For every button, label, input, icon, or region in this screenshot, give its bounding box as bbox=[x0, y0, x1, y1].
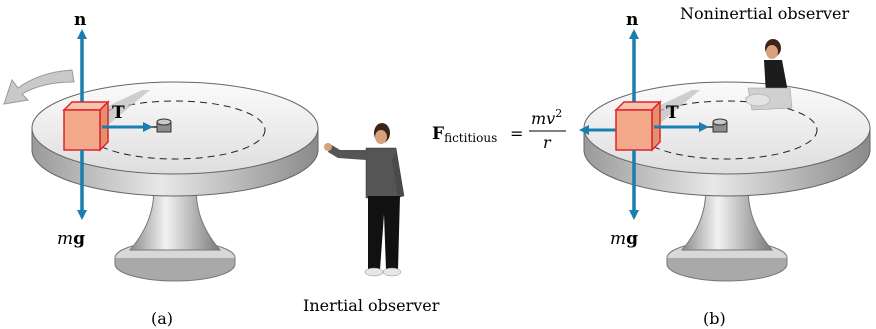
normal-force-label-b: n bbox=[626, 10, 638, 30]
panel-b: n T mg (b) Noninertial observer Ffictiti… bbox=[432, 4, 871, 328]
circular-path-a bbox=[84, 100, 266, 160]
equation-denominator: r bbox=[543, 133, 552, 152]
fictitious-force-symbol: Ffictitious bbox=[432, 124, 497, 145]
weight-g-b: g bbox=[626, 229, 638, 249]
noninertial-observer-label: Noninertial observer bbox=[680, 4, 849, 23]
equation-equals: = bbox=[510, 124, 523, 143]
caption-a: (a) bbox=[151, 309, 173, 328]
center-post-a bbox=[156, 118, 172, 133]
rotation-arrow-icon bbox=[3, 69, 75, 105]
inertial-observer-label: Inertial observer bbox=[303, 296, 440, 315]
equation-numerator: mv2 bbox=[531, 107, 562, 128]
table-base-a bbox=[114, 174, 236, 282]
caption-b: (b) bbox=[703, 309, 726, 328]
noninertial-observer-figure bbox=[745, 39, 793, 111]
weight-label-a: mg bbox=[57, 229, 85, 249]
weight-m-b: m bbox=[610, 229, 626, 249]
table-base-b bbox=[666, 174, 788, 282]
normal-force-label-a: n bbox=[74, 10, 86, 30]
panel-a: n T mg (a) bbox=[3, 10, 319, 328]
fictitious-subscript: fictitious bbox=[444, 131, 497, 145]
center-post-b bbox=[712, 118, 728, 133]
numerator-exponent: 2 bbox=[555, 107, 562, 120]
fictitious-force-equation: Ffictitious = mv2 r bbox=[432, 107, 566, 152]
block-b bbox=[614, 100, 662, 152]
weight-g-a: g bbox=[73, 229, 85, 249]
fictitious-F: F bbox=[432, 124, 444, 144]
inertial-observer-figure bbox=[324, 123, 405, 277]
weight-label-b: mg bbox=[610, 229, 638, 249]
tension-label-a: T bbox=[112, 103, 125, 123]
block-a bbox=[62, 100, 110, 152]
numerator-mv: mv bbox=[531, 109, 555, 128]
circular-path-b bbox=[636, 100, 818, 160]
weight-m-a: m bbox=[57, 229, 73, 249]
tension-label-b: T bbox=[666, 103, 679, 123]
